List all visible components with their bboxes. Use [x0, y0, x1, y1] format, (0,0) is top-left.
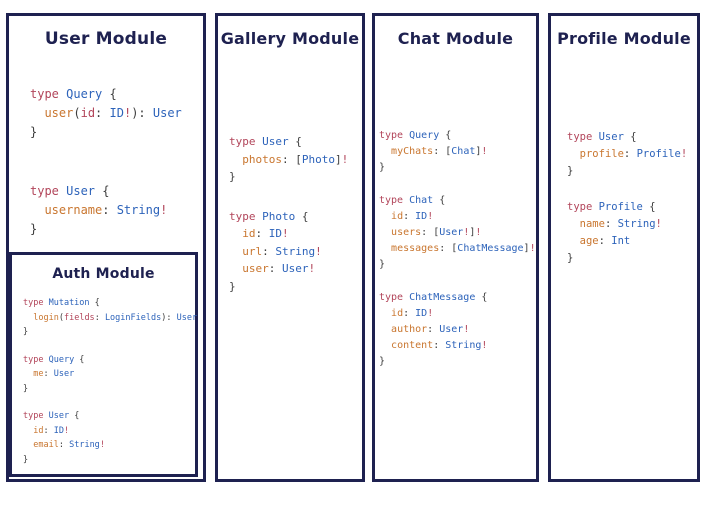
code-line: content: String!	[391, 340, 488, 351]
code-line: id: ID!	[391, 308, 434, 319]
code-line: username: String!	[44, 203, 168, 217]
code-line: id: ID!	[33, 425, 70, 436]
module-box-user: User Module type Query { user(id: ID!): …	[6, 13, 206, 482]
code-line: id: ID!	[242, 227, 289, 240]
code-line: type Query {	[379, 130, 452, 141]
code-line: user(id: ID!): User	[44, 106, 182, 120]
code-line: }	[23, 383, 29, 394]
code-area-user: type Query { user(id: ID!): User}type Us…	[30, 85, 182, 239]
code-line: user: User!	[242, 262, 316, 275]
code-line: age: Int	[579, 235, 631, 247]
code-block: type Mutation { login(fields: LoginField…	[23, 296, 197, 340]
code-block: type User { username: String!}	[30, 182, 182, 239]
code-line: }	[229, 279, 236, 293]
module-box-chat: Chat Module type Query { myChats: [Chat]…	[372, 13, 539, 482]
code-line: id: ID!	[391, 211, 434, 222]
code-block: type Profile { name: String! age: Int}	[567, 199, 687, 267]
code-line: profile: Profile!	[579, 148, 688, 160]
code-block: type Query { me: User}	[23, 353, 197, 397]
module-title-user: User Module	[44, 29, 168, 49]
code-line: type Chat {	[379, 195, 446, 206]
code-line: }	[379, 259, 386, 270]
code-area-gallery: type User { photos: [Photo]!}type Photo …	[229, 133, 348, 295]
code-block: type ChatMessage { id: ID! author: User!…	[379, 290, 536, 370]
code-line: author: User!	[391, 324, 470, 335]
code-block: type Photo { id: ID! url: String! user: …	[229, 208, 348, 296]
code-line: }	[30, 125, 38, 139]
code-area-auth: type Mutation { login(fields: LoginField…	[23, 296, 197, 467]
code-line: }	[23, 327, 29, 337]
code-line: type Mutation {	[23, 298, 100, 308]
code-line: }	[229, 170, 236, 183]
code-line: type Photo {	[229, 209, 309, 223]
code-line: type User {	[23, 411, 80, 421]
module-title-auth: Auth Module	[52, 266, 155, 282]
code-block: type User { id: ID! email: String!}	[23, 409, 197, 467]
code-line: }	[30, 222, 38, 236]
code-block: type User { photos: [Photo]!}	[229, 133, 348, 186]
code-block: type Chat { id: ID! users: [User!]! mess…	[379, 193, 536, 273]
code-line: }	[567, 252, 574, 264]
module-box-profile: Profile Module type User { profile: Prof…	[548, 13, 700, 482]
code-line: url: String!	[242, 244, 322, 258]
code-line: type User {	[30, 184, 110, 198]
code-line: email: String!	[33, 440, 105, 450]
code-line: users: [User!]!	[391, 227, 482, 238]
code-line: }	[379, 356, 386, 367]
code-line: messages: [ChatMessage]!	[391, 243, 536, 254]
code-block: type Query { myChats: [Chat]!}	[379, 128, 536, 176]
code-line: type User {	[567, 131, 637, 143]
code-line: photos: [Photo]!	[242, 152, 349, 166]
module-title-chat: Chat Module	[397, 29, 514, 48]
code-block: type User { profile: Profile!}	[567, 129, 687, 180]
code-line: type Query {	[23, 354, 85, 365]
code-line: type Query {	[30, 87, 117, 101]
code-line: type Profile {	[567, 201, 656, 213]
code-line: type User {	[229, 135, 302, 148]
code-line: name: String!	[579, 218, 662, 230]
code-line: type ChatMessage {	[379, 292, 488, 303]
module-box-gallery: Gallery Module type User { photos: [Phot…	[215, 13, 365, 482]
code-line: }	[23, 454, 29, 465]
code-block: type Query { user(id: ID!): User}	[30, 85, 182, 142]
module-box-auth: Auth Module type Mutation { login(fields…	[9, 252, 198, 477]
module-title-gallery: Gallery Module	[220, 29, 360, 48]
code-area-chat: type Query { myChats: [Chat]!}type Chat …	[379, 128, 536, 370]
code-area-profile: type User { profile: Profile!}type Profi…	[567, 129, 687, 267]
code-line: }	[379, 162, 386, 173]
code-line: login(fields: LoginFields): User	[33, 312, 198, 323]
code-line: }	[567, 165, 574, 177]
code-line: myChats: [Chat]!	[391, 146, 488, 157]
module-title-profile: Profile Module	[557, 29, 691, 48]
code-line: me: User	[33, 369, 75, 379]
